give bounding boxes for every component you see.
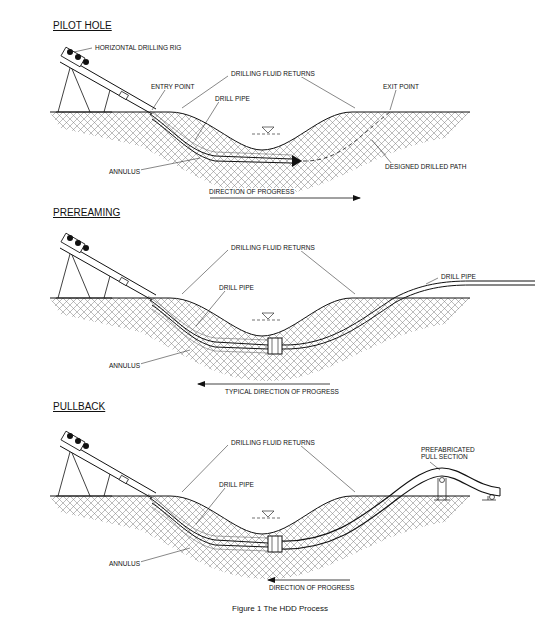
part-label: ANNULUS [108, 168, 141, 175]
part-label: DRILLING FLUID RETURNS [230, 70, 316, 77]
section-heading: PILOT HOLE [52, 20, 113, 31]
direction-label: TYPICAL DIRECTION OF PROGRESS [224, 388, 340, 395]
figure-caption: Figure 1 The HDD Process [200, 604, 360, 614]
part-label: PREFABRICATED PULL SECTION [420, 446, 478, 460]
direction-label: DIRECTION OF PROGRESS [208, 188, 295, 195]
part-label: DRILLING FLUID RETURNS [230, 244, 316, 251]
part-label: DRILL PIPE [440, 273, 477, 280]
part-label: ENTRY POINT [150, 83, 195, 90]
part-label: DRILL PIPE [218, 284, 255, 291]
part-label: DRILLING FLUID RETURNS [230, 439, 316, 446]
part-label: ANNULUS [108, 362, 141, 369]
direction-label: DIRECTION OF PROGRESS [268, 584, 355, 591]
part-label: HORIZONTAL DRILLING RIG [94, 44, 182, 51]
part-label: ANNULUS [108, 560, 141, 567]
part-label: DESIGNED DRILLED PATH [384, 163, 467, 170]
part-label: EXIT POINT [382, 83, 420, 90]
part-label: DRILL PIPE [214, 95, 251, 102]
section-heading: PULLBACK [52, 401, 106, 412]
section-heading: PREREAMING [52, 207, 121, 218]
part-label: DRILL PIPE [218, 481, 255, 488]
